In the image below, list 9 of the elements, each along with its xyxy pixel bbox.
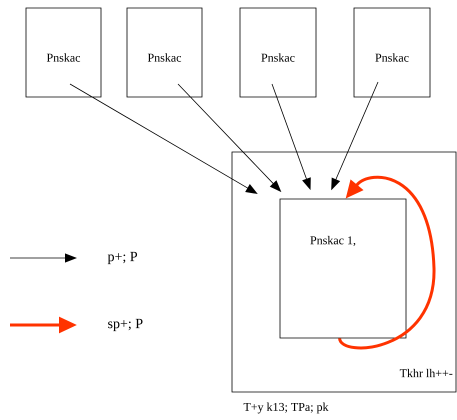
- box: Pnskac 1,: [280, 198, 406, 338]
- arrow: [338, 176, 436, 350]
- legend-label: sp+; P: [108, 318, 142, 332]
- caption: T+y k13; TPa; pk: [244, 402, 329, 414]
- box: Pnskac: [26, 8, 102, 98]
- box: Pnskac: [240, 8, 316, 98]
- box: Pnskac: [354, 8, 430, 98]
- legend-label: p+; P: [108, 252, 138, 264]
- box: Pnskac: [126, 8, 202, 98]
